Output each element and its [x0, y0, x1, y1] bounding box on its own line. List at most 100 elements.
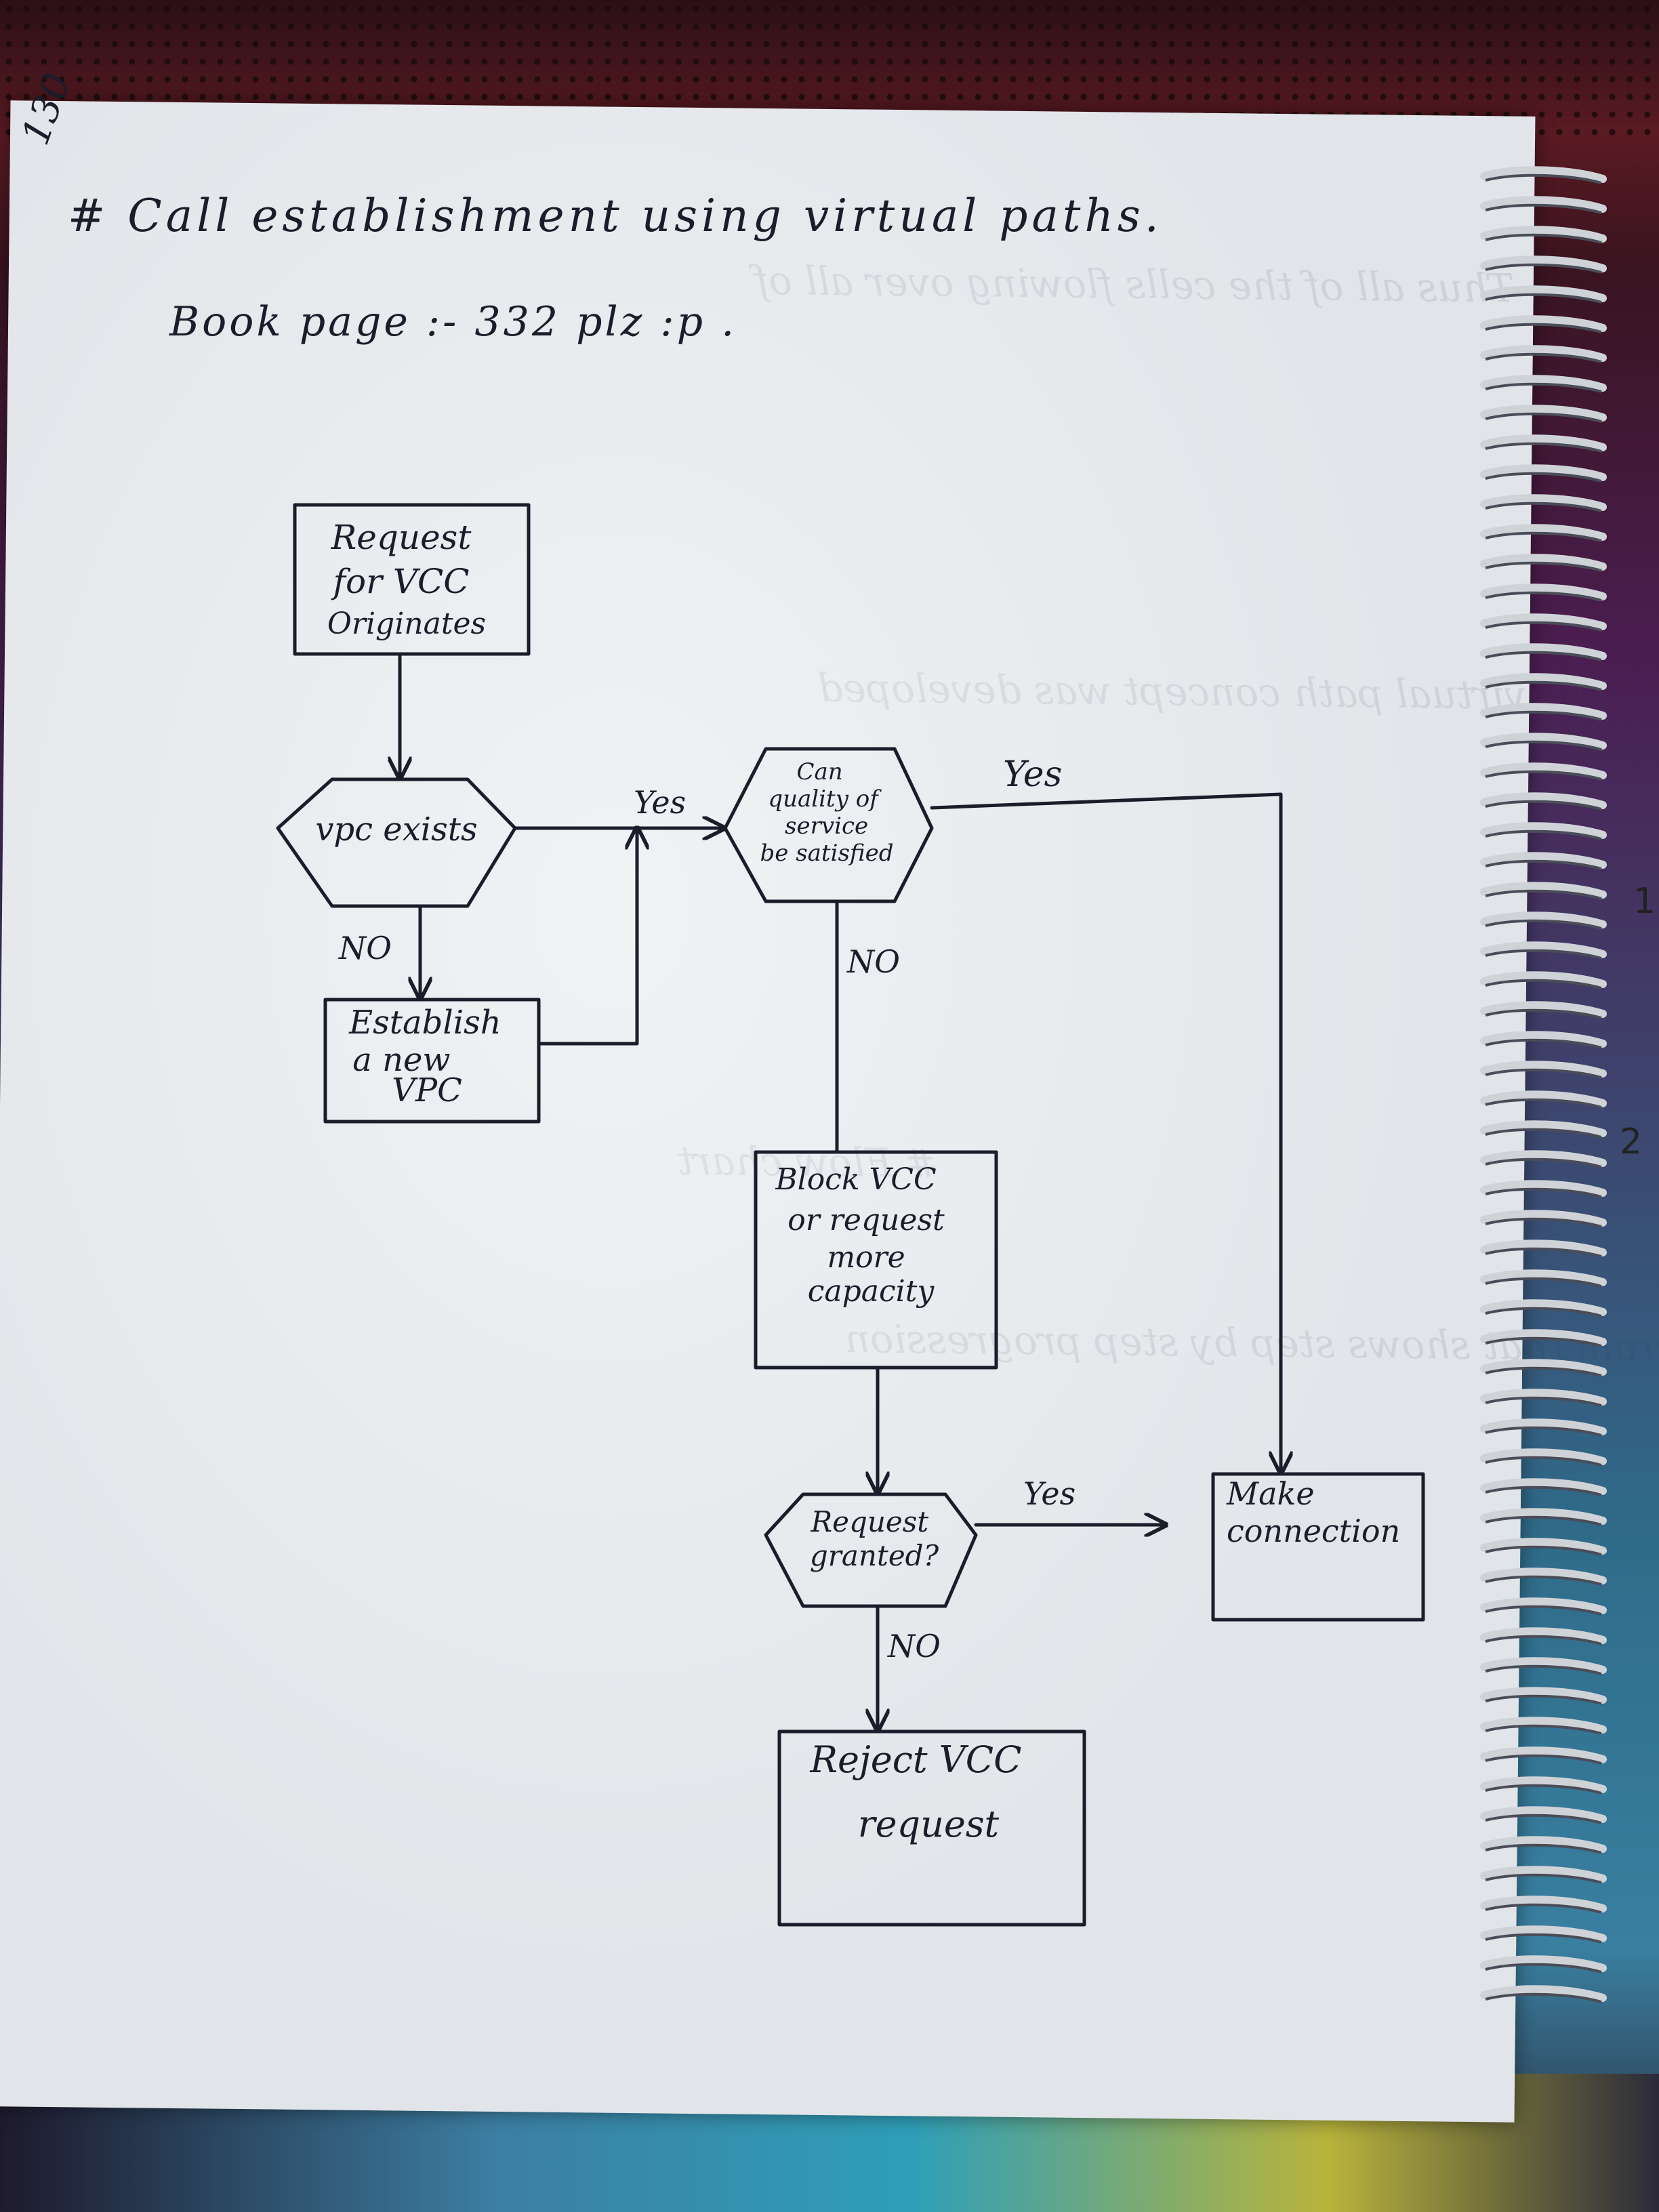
- spiral-coil-shadow: [1485, 472, 1602, 483]
- spiral-coil-shadow: [1485, 1038, 1602, 1049]
- spiral-coil: [1480, 1597, 1607, 1614]
- request-node: [293, 503, 531, 656]
- edge-label-qos-yes: Yes: [1003, 754, 1062, 795]
- spiral-coil: [1480, 1389, 1607, 1406]
- spiral-coil: [1480, 1717, 1607, 1734]
- spiral-coil-shadow: [1485, 1515, 1602, 1526]
- spiral-coil-shadow: [1485, 1486, 1602, 1496]
- spiral-coil: [1480, 494, 1607, 511]
- spiral-coil: [1480, 1746, 1607, 1763]
- make-connection-node: [1211, 1472, 1425, 1622]
- reject-vcc-node-label: Reject VCC request: [809, 1738, 1033, 1845]
- spiral-coil-shadow: [1485, 1187, 1602, 1198]
- edge-label-granted-yes: Yes: [1023, 1475, 1076, 1512]
- spiral-coil: [1480, 226, 1607, 243]
- spiral-coil-shadow: [1485, 531, 1602, 542]
- spiral-coil: [1480, 971, 1607, 988]
- spiral-coil-shadow: [1485, 1814, 1602, 1824]
- spiral-coil: [1480, 1090, 1607, 1107]
- spiral-coil: [1480, 524, 1607, 541]
- spiral-coil-shadow: [1485, 591, 1602, 602]
- spiral-coil: [1480, 852, 1607, 869]
- spiral-coil: [1480, 1359, 1607, 1376]
- request-granted-node-label: Request granted?: [810, 1505, 939, 1572]
- spiral-coil-shadow: [1485, 1933, 1602, 1944]
- spiral-coil-shadow: [1485, 293, 1602, 304]
- spiral-coil: [1480, 1925, 1607, 1942]
- margin-mark: 1: [1633, 881, 1656, 922]
- spiral-coil: [1480, 1120, 1607, 1137]
- spiral-coil: [1480, 1806, 1607, 1823]
- spiral-coil: [1480, 1538, 1607, 1555]
- spiral-coil-shadow: [1485, 1068, 1602, 1079]
- spiral-coil-shadow: [1485, 1724, 1602, 1735]
- establish-vpc-node: [323, 998, 541, 1124]
- make-connection-node-label: Make connection: [1226, 1475, 1400, 1549]
- qos-node: [723, 747, 934, 903]
- spiral-coil: [1480, 1448, 1607, 1465]
- spiral-coil: [1480, 1329, 1607, 1346]
- spiral-coil: [1480, 1508, 1607, 1525]
- spiral-coil: [1480, 315, 1607, 332]
- spiral-coil-shadow: [1485, 1217, 1602, 1228]
- page-heading: # Call establishment using virtual paths…: [68, 190, 1163, 242]
- spiral-coil: [1480, 912, 1607, 928]
- spiral-coil: [1480, 1180, 1607, 1197]
- spiral-coil-shadow: [1485, 1754, 1602, 1765]
- spiral-coil-shadow: [1485, 1575, 1602, 1586]
- spiral-coil: [1480, 1478, 1607, 1495]
- spiral-coil: [1480, 941, 1607, 958]
- spiral-coil: [1480, 405, 1607, 422]
- spiral-coil: [1480, 792, 1607, 809]
- spiral-coil: [1480, 1150, 1607, 1167]
- spiral-coil: [1480, 1418, 1607, 1435]
- reject-vcc-node: [777, 1729, 1086, 1927]
- spiral-coil-shadow: [1485, 859, 1602, 870]
- spiral-coil-shadow: [1485, 1158, 1602, 1168]
- spiral-coil-shadow: [1485, 412, 1602, 423]
- spiral-coil: [1480, 583, 1607, 600]
- edge-label-vpc-no: NO: [338, 930, 392, 966]
- spiral-coil-shadow: [1485, 1366, 1602, 1377]
- spiral-coil: [1480, 1627, 1607, 1644]
- spiral-coil: [1480, 1031, 1607, 1048]
- spiral-coil-shadow: [1485, 1545, 1602, 1556]
- spiral-coil: [1480, 1001, 1607, 1018]
- spiral-coil: [1480, 285, 1607, 302]
- spiral-coil-shadow: [1485, 1008, 1602, 1019]
- spiral-coil-shadow: [1485, 1694, 1602, 1705]
- spiral-coil-shadow: [1485, 1903, 1602, 1914]
- spiral-coil-shadow: [1485, 919, 1602, 930]
- spiral-coil-shadow: [1485, 770, 1602, 781]
- spiral-coil-shadow: [1485, 651, 1602, 661]
- edge-label-granted-no: NO: [887, 1628, 941, 1664]
- spiral-coil: [1480, 1299, 1607, 1316]
- spiral-coil-shadow: [1485, 1128, 1602, 1139]
- spiral-coil: [1480, 703, 1607, 720]
- spiral-coil: [1480, 1985, 1607, 2002]
- spiral-coil: [1480, 1568, 1607, 1584]
- spiral-coil: [1480, 613, 1607, 630]
- spiral-coil: [1480, 345, 1607, 362]
- spiral-coil: [1480, 196, 1607, 213]
- spiral-coil-shadow: [1485, 1456, 1602, 1467]
- margin-mark: 2: [1620, 1122, 1643, 1162]
- spiral-coil-shadow: [1485, 949, 1602, 960]
- spiral-coil-shadow: [1485, 1784, 1602, 1795]
- spiral-coil: [1480, 762, 1607, 779]
- edge-establish-to-qos: [537, 828, 637, 1046]
- spiral-coil-shadow: [1485, 263, 1602, 274]
- spiral-coil: [1480, 554, 1607, 571]
- spiral-coil-shadow: [1485, 1396, 1602, 1407]
- establish-vpc-node-label: Establish a new VPC: [348, 1004, 512, 1109]
- spiral-coil-shadow: [1485, 323, 1602, 333]
- spiral-coil: [1480, 166, 1607, 183]
- spiral-coil: [1480, 733, 1607, 750]
- spiral-coil: [1480, 1836, 1607, 1853]
- spiral-coil-shadow: [1485, 830, 1602, 840]
- spiral-coil-shadow: [1485, 979, 1602, 989]
- spiral-coil-shadow: [1485, 1843, 1602, 1854]
- spiral-coil: [1480, 822, 1607, 839]
- spiral-coil: [1480, 882, 1607, 899]
